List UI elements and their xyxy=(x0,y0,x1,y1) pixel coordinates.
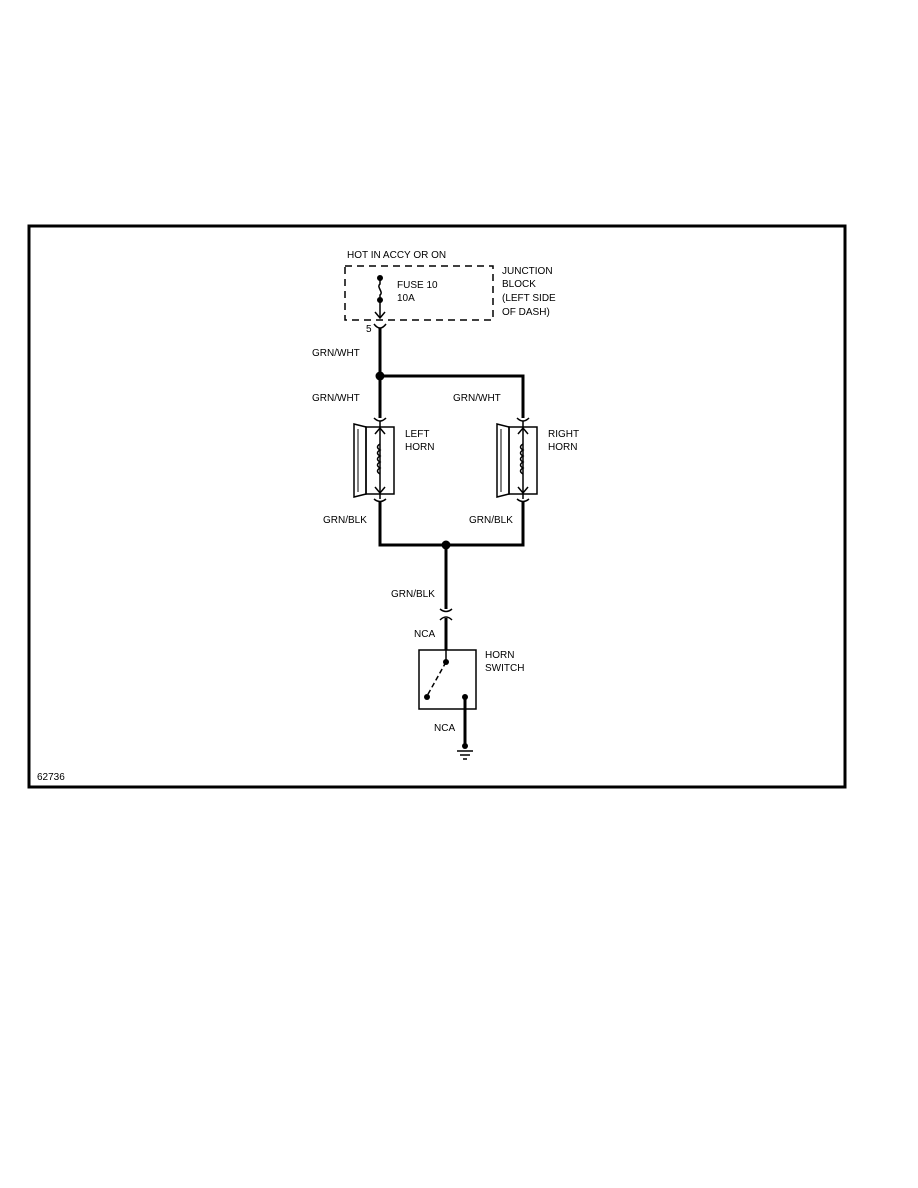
left-horn-symbol xyxy=(353,417,395,503)
feed-wire-label: GRN/WHT xyxy=(312,348,360,359)
junction-pin-label: 5 xyxy=(366,324,372,335)
right-horn-in-label: GRN/WHT xyxy=(453,393,501,404)
right-horn-symbol xyxy=(496,417,538,503)
horn-switch-symbol xyxy=(424,650,468,700)
left-horn-out-label: GRN/BLK xyxy=(323,515,367,526)
horn-return-wire xyxy=(378,502,525,547)
left-horn-label: LEFT HORN xyxy=(405,429,434,453)
switch-connector-label: NCA xyxy=(414,629,435,640)
right-horn-label: RIGHT HORN xyxy=(548,429,582,453)
ground-wire-label: NCA xyxy=(434,723,455,734)
horn-switch-label: HORN SWITCH xyxy=(485,650,524,674)
right-horn-out-label: GRN/BLK xyxy=(469,515,513,526)
junction-connector xyxy=(373,323,387,329)
inline-connector xyxy=(439,608,453,621)
horn-switch-box xyxy=(418,649,477,710)
junction-block-box xyxy=(344,265,494,321)
fuse-label: FUSE 10 10A xyxy=(397,280,440,304)
figure-id: 62736 xyxy=(37,772,65,783)
right-branch-wire xyxy=(380,374,525,418)
ground-icon xyxy=(457,743,473,760)
junction-block-label: JUNCTION BLOCK (LEFT SIDE OF DASH) xyxy=(502,266,559,318)
power-source-label: HOT IN ACCY OR ON xyxy=(347,250,446,261)
left-horn-in-label: GRN/WHT xyxy=(312,393,360,404)
fuse-symbol xyxy=(374,275,386,320)
switch-feed-label: GRN/BLK xyxy=(391,589,435,600)
diagram-frame xyxy=(27,224,847,789)
